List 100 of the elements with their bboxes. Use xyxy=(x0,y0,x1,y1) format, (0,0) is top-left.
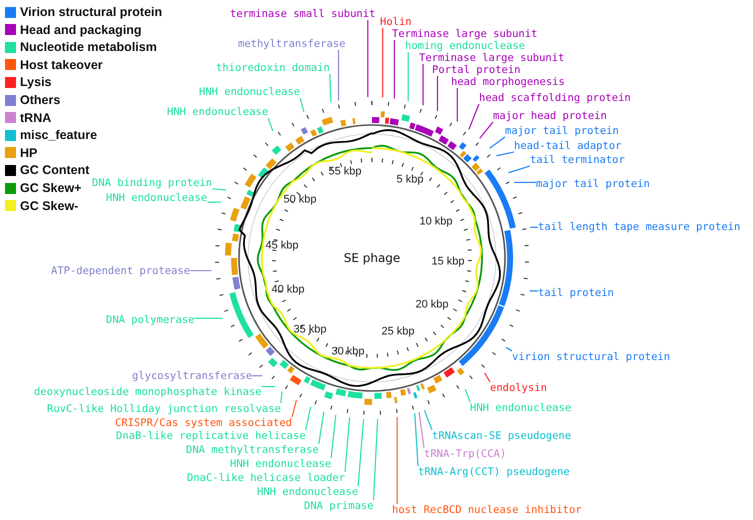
leader-line xyxy=(530,226,538,228)
gene-label: HNH endonuclease xyxy=(167,106,268,118)
leader-line xyxy=(489,136,506,149)
gene-label: glycosyltransferase xyxy=(132,370,252,382)
legend-text: Virion structural protein xyxy=(20,5,162,19)
gene-label: endolysin xyxy=(490,382,547,394)
legend-text: tRNA xyxy=(20,110,52,125)
scale-label: 45 kbp xyxy=(265,240,299,252)
leader-line xyxy=(300,98,304,112)
scale-label: 40 kbp xyxy=(271,284,305,296)
scale-label: 30 kbp xyxy=(331,346,365,358)
leader-line xyxy=(464,389,471,402)
leader-line xyxy=(382,28,384,98)
gene-label: HNH endonuclease xyxy=(470,402,572,414)
scale-label: 50 kbp xyxy=(283,194,317,206)
leader-line xyxy=(508,165,530,174)
legend-text: GC Skew- xyxy=(20,198,78,213)
legend-text: Host takeover xyxy=(20,58,103,72)
legend-text: HP xyxy=(20,146,38,160)
leader-line xyxy=(318,412,324,444)
leader-line xyxy=(468,104,480,130)
gene-label: tail length tape measure protein xyxy=(538,221,740,233)
legend-text: GC Content xyxy=(20,163,90,178)
gene-label: DnaC-like helicase loader xyxy=(187,472,346,484)
leader-line xyxy=(329,74,332,102)
leader-line xyxy=(456,88,458,122)
legend-text: Lysis xyxy=(20,75,52,90)
gene-label: DNA binding protein xyxy=(92,177,212,189)
leader-line xyxy=(280,391,283,404)
leader-line xyxy=(418,412,425,448)
gene-label: tRNA-Trp(CCA) xyxy=(424,448,506,460)
gene-label: DNA polymerase xyxy=(106,314,195,326)
gene-label: thioredoxin domain xyxy=(216,62,330,74)
gene-label: ATP-dependent protease xyxy=(51,265,190,277)
legend-text: Head and packaging xyxy=(20,22,142,37)
legend-text: misc_feature xyxy=(20,128,98,142)
leader-line xyxy=(358,418,364,486)
leader-line xyxy=(373,418,378,500)
leader-line xyxy=(506,346,512,352)
gene-label: Terminase large subunit xyxy=(392,28,538,40)
gene-label: head morphogenesis xyxy=(451,76,565,88)
leader-line xyxy=(291,400,297,418)
gene-label: DnaB-like replicative helicase xyxy=(116,430,306,442)
leader-line xyxy=(190,270,212,272)
leader-line xyxy=(367,20,368,98)
leader-line xyxy=(194,318,223,319)
scale-label: 10 kbp xyxy=(419,216,453,228)
leader-line xyxy=(436,76,438,111)
legend-text: Nucleotide metabolism xyxy=(20,40,157,54)
scale-label: 55 kbp xyxy=(328,166,362,178)
leader-line xyxy=(479,122,494,139)
genome-name: SE phage xyxy=(344,251,400,265)
scale-label: 35 kbp xyxy=(293,324,327,336)
leader-line xyxy=(252,375,262,376)
gene-label: deoxynucleoside monophosphate kinase xyxy=(34,386,262,398)
gene-label: major tail protein xyxy=(505,125,619,137)
leader-line xyxy=(344,417,350,472)
gene-label: DNA primase xyxy=(304,500,374,512)
scale-label: 25 kbp xyxy=(381,326,415,338)
leader-line xyxy=(338,50,340,101)
leader-line xyxy=(207,202,221,203)
leader-line xyxy=(530,290,538,292)
leader-line xyxy=(496,151,514,156)
gene-label: major head protein xyxy=(493,110,607,122)
leader-line xyxy=(305,406,312,430)
leader-line xyxy=(424,410,433,430)
leader-line xyxy=(212,188,226,190)
gene-label: tRNAscan-SE pseudogene xyxy=(432,430,572,442)
gene-label: terminase small subunit xyxy=(230,8,376,20)
leader-line xyxy=(514,182,536,183)
leader-line xyxy=(408,52,409,102)
gene-label: tail terminator xyxy=(530,154,625,166)
gene-label: CRISPR/Cas system associated xyxy=(115,417,292,429)
gene-label: Terminase large subunit xyxy=(419,52,564,64)
legend-text: Others xyxy=(20,93,60,107)
gene-label: homing endonuclease xyxy=(405,40,526,52)
leader-line xyxy=(422,64,424,106)
gene-label: Portal protein xyxy=(432,64,521,76)
gene-label: HNH endonuclease xyxy=(199,86,300,98)
leader-line xyxy=(396,417,398,504)
gene-label: HNH endonuclease xyxy=(230,458,332,470)
scale-label: 5 kbp xyxy=(396,174,424,186)
gene-label: head scaffolding protein xyxy=(479,92,631,104)
gene-label: HNH endonuclease xyxy=(106,192,208,204)
scale-label: 20 kbp xyxy=(415,298,449,312)
leader-line xyxy=(330,414,336,458)
leader-line xyxy=(394,40,395,99)
gene-label: tail protein xyxy=(538,287,614,299)
gene-label: DNA methyltransferase xyxy=(186,444,319,456)
leader-line xyxy=(262,386,276,388)
gene-label: RuvC-like Holliday junction resolvase xyxy=(47,403,281,415)
leader-line xyxy=(484,372,490,382)
gene-label: head-tail adaptor xyxy=(514,140,622,152)
gene-label: methyltransferase xyxy=(238,38,346,50)
gene-label: major tail protein xyxy=(536,178,650,190)
gene-label: Holin xyxy=(380,16,412,28)
gene-label: virion structural protein xyxy=(512,351,670,363)
scale-label: 15 kbp xyxy=(431,256,465,268)
gene-label: host RecBCD nuclease inhibitor xyxy=(392,504,582,516)
leader-line xyxy=(268,118,274,132)
